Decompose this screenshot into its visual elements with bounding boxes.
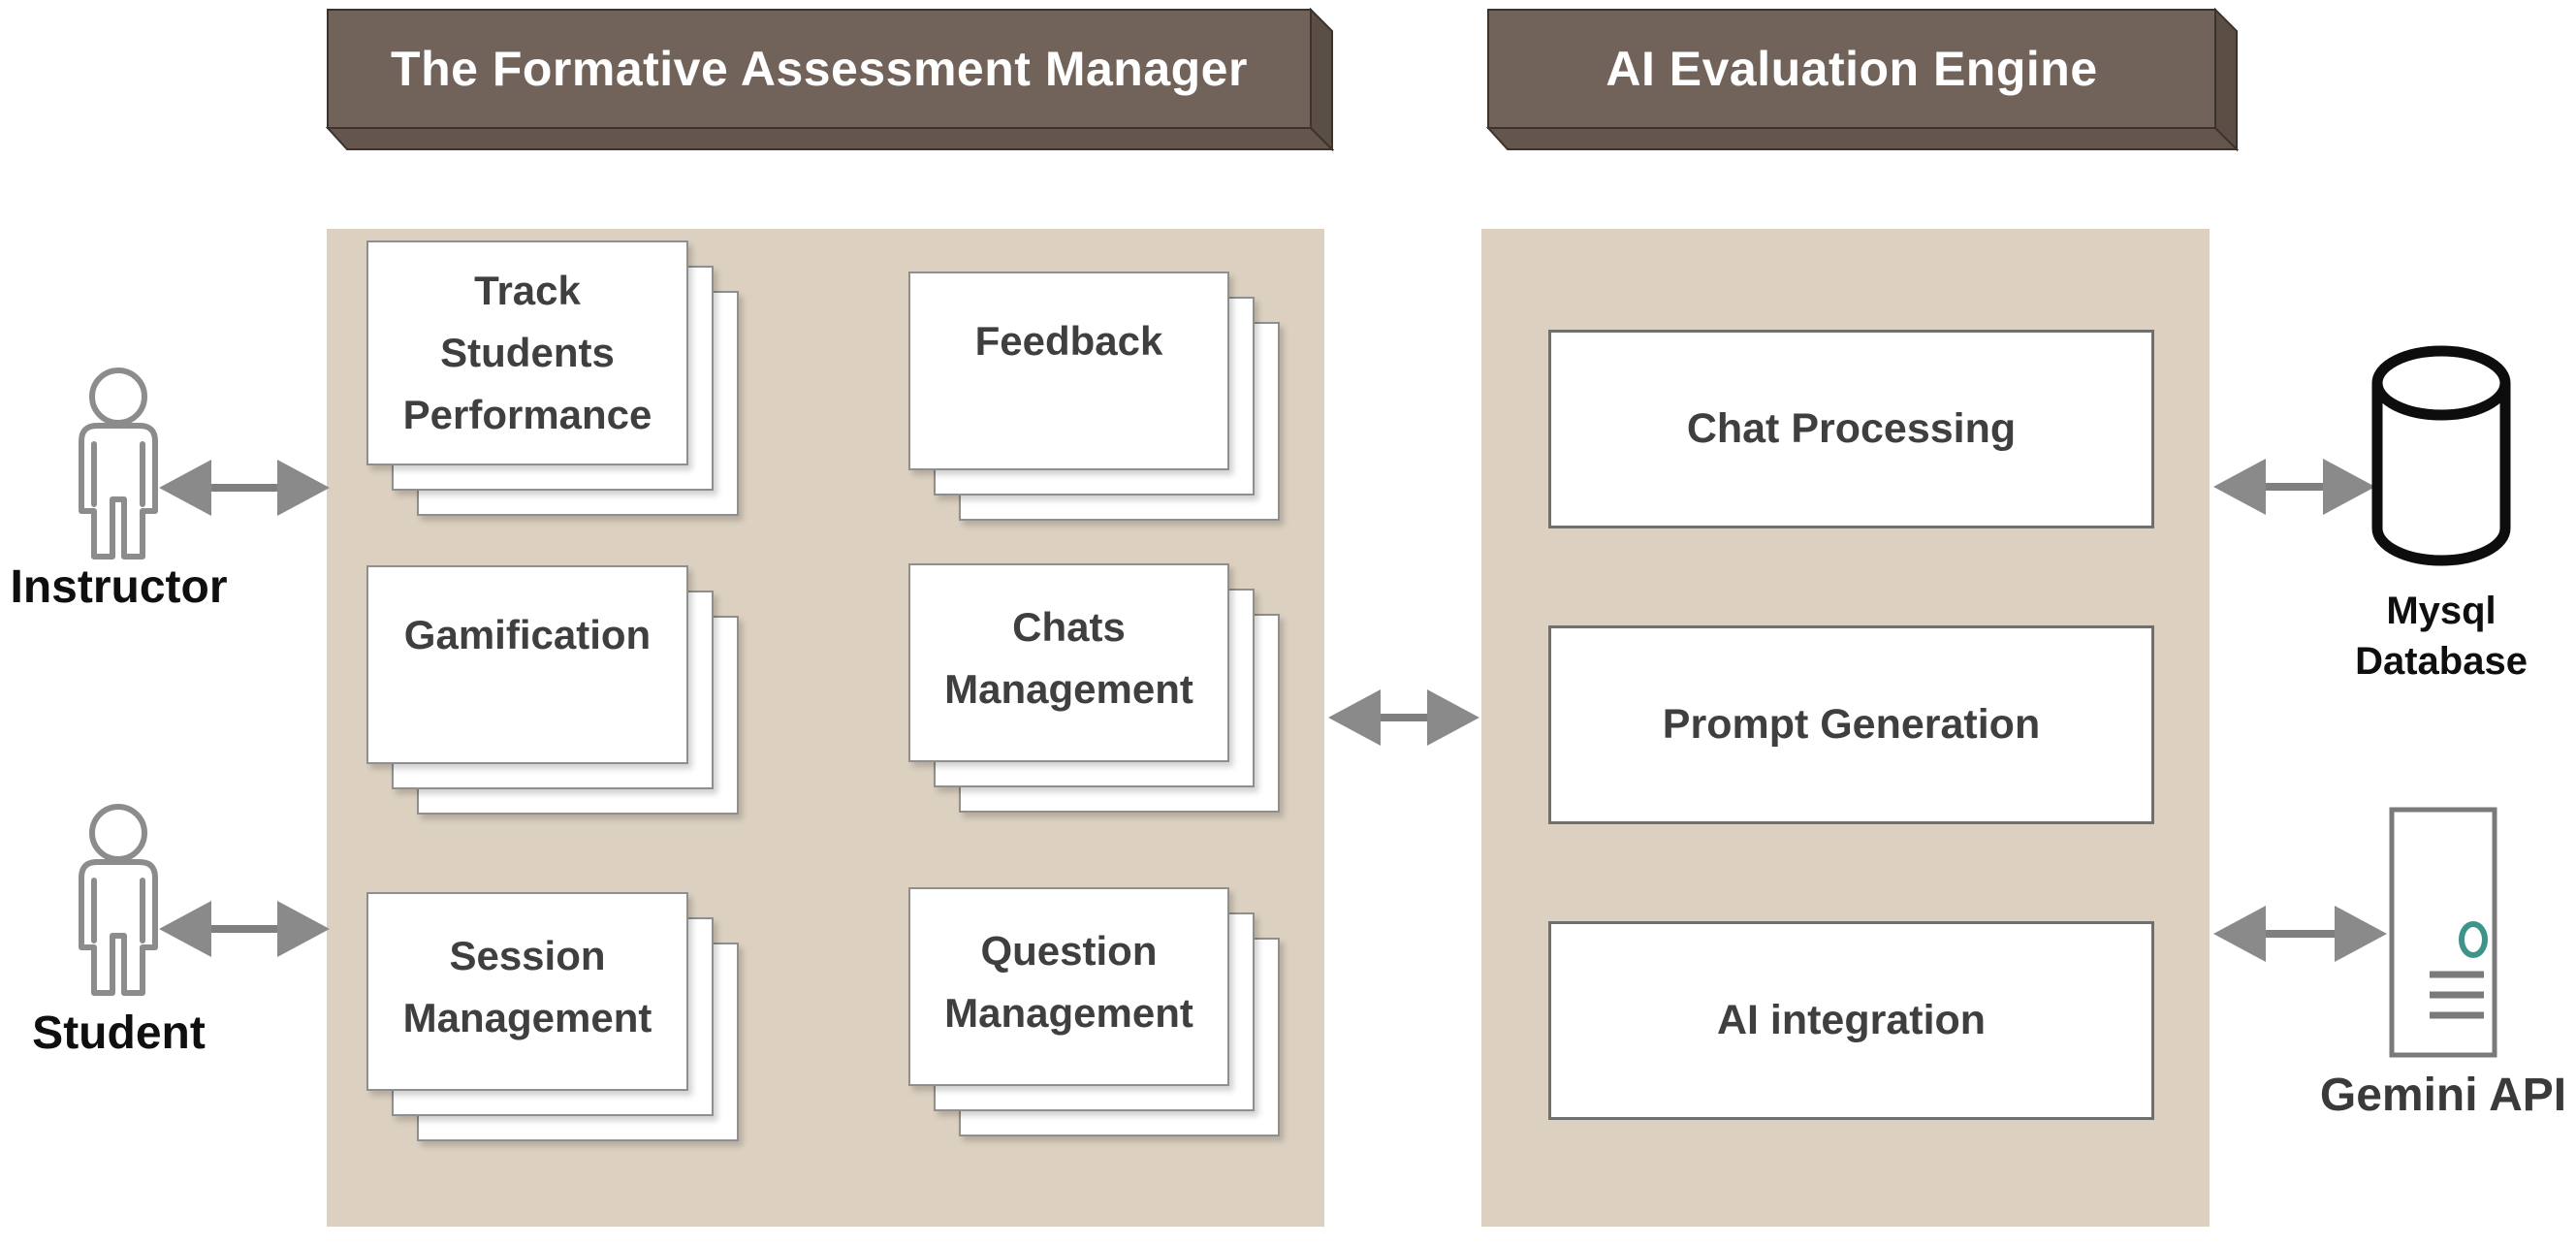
ai-module-label: Chat Processing <box>1686 405 2017 452</box>
instructor-person-icon <box>81 370 155 557</box>
stacked-card-front: Question Management <box>908 887 1229 1086</box>
engine-database-arrow <box>2213 459 2375 515</box>
server-indicator-light <box>2459 921 2488 958</box>
module-question-management: Question Management <box>908 887 1280 1136</box>
module-session-management: Session Management <box>366 892 739 1141</box>
instructor-label: Instructor <box>10 561 228 613</box>
fam-header-title: The Formative Assessment Manager <box>391 42 1248 96</box>
module-label: Chats Management <box>944 604 1193 712</box>
student-panel-arrow <box>159 901 330 957</box>
stacked-card-front: Gamification <box>366 565 688 764</box>
student-person-icon <box>81 807 155 993</box>
engine-gemini-arrow <box>2213 906 2387 962</box>
mysql-database-label: Mysql Database <box>2355 590 2528 683</box>
module-label: Track Students Performance <box>402 268 652 437</box>
gemini-server-icon <box>2389 807 2497 1058</box>
module-gamification: Gamification <box>366 565 739 815</box>
stacked-card-front: Track Students Performance <box>366 240 688 465</box>
ai-header-title: AI Evaluation Engine <box>1606 42 2098 96</box>
module-label: Session Management <box>402 933 652 1040</box>
gemini-api-label: Gemini API <box>2319 1070 2567 1121</box>
module-chats-management: Chats Management <box>908 563 1280 813</box>
fam-ai-engine-arrow <box>1328 689 1479 746</box>
stacked-card-front: Feedback <box>908 272 1229 470</box>
module-feedback: Feedback <box>908 272 1280 521</box>
ai-module-ai-integration: AI integration <box>1548 921 2154 1120</box>
stacked-card-front: Chats Management <box>908 563 1229 762</box>
mysql-database-icon <box>2371 345 2511 566</box>
ai-module-label: AI integration <box>1716 997 1987 1043</box>
module-track-students-performance: Track Students Performance <box>366 240 739 516</box>
module-label: Gamification <box>403 612 652 657</box>
module-label: Feedback <box>974 318 1163 364</box>
stacked-card-front: Session Management <box>366 892 688 1091</box>
ai-module-label: Prompt Generation <box>1662 701 2041 748</box>
ai-module-prompt-generation: Prompt Generation <box>1548 625 2154 824</box>
student-label: Student <box>32 1007 206 1059</box>
module-label: Question Management <box>944 928 1193 1036</box>
instructor-panel-arrow <box>159 460 330 516</box>
ai-module-chat-processing: Chat Processing <box>1548 330 2154 528</box>
